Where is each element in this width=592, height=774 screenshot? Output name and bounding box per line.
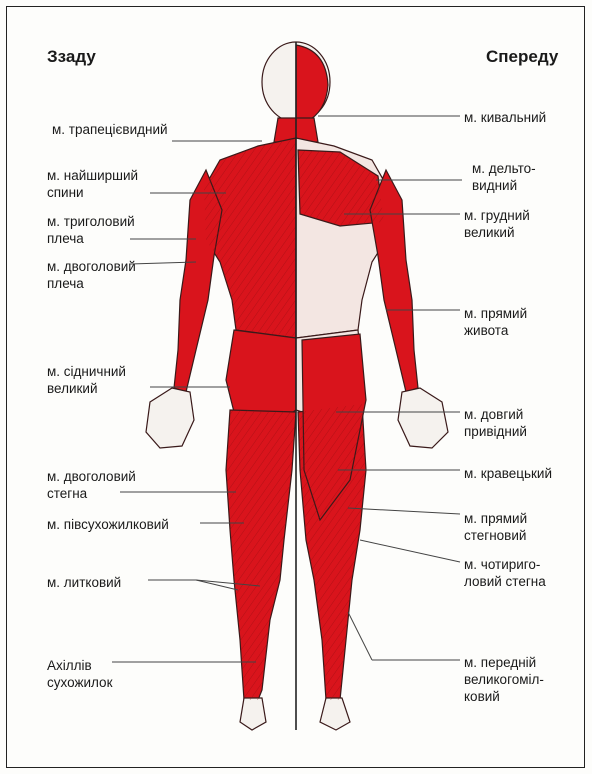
face-muscles: [296, 45, 328, 124]
left-foot: [240, 698, 266, 730]
right-hand: [398, 388, 448, 448]
right-foot: [320, 698, 350, 730]
left-hand: [146, 388, 194, 448]
body-silhouette: [146, 42, 448, 730]
fiber-texture: [204, 138, 384, 700]
